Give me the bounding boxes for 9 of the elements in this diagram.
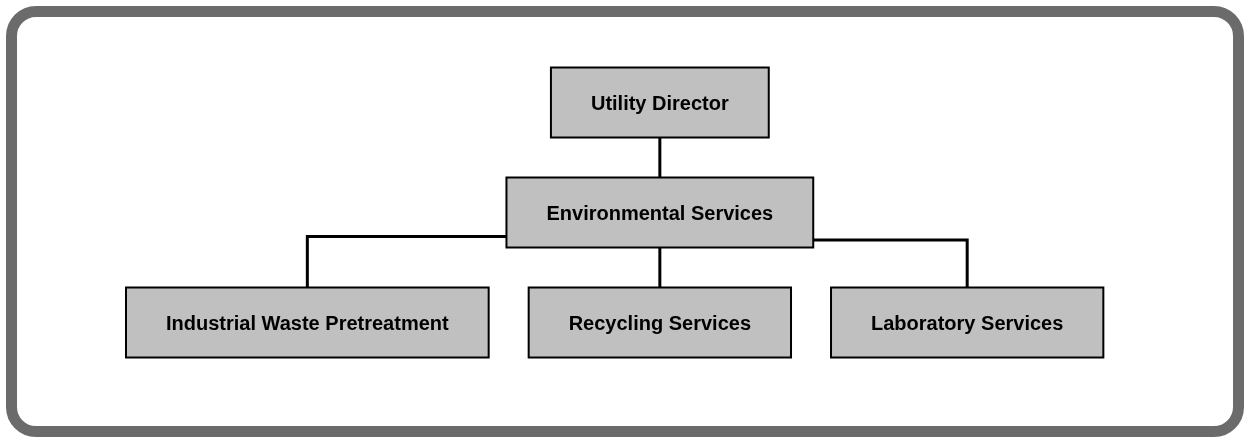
node-box: Laboratory Services bbox=[830, 286, 1105, 359]
node-box: Utility Director bbox=[550, 66, 771, 139]
connector bbox=[306, 234, 507, 288]
connector bbox=[813, 238, 969, 288]
node-box: Environmental Services bbox=[505, 176, 815, 249]
connector bbox=[658, 136, 662, 178]
node-box: Recycling Services bbox=[528, 286, 793, 359]
connector bbox=[658, 246, 662, 288]
node-box: Industrial Waste Pretreatment bbox=[125, 286, 490, 359]
